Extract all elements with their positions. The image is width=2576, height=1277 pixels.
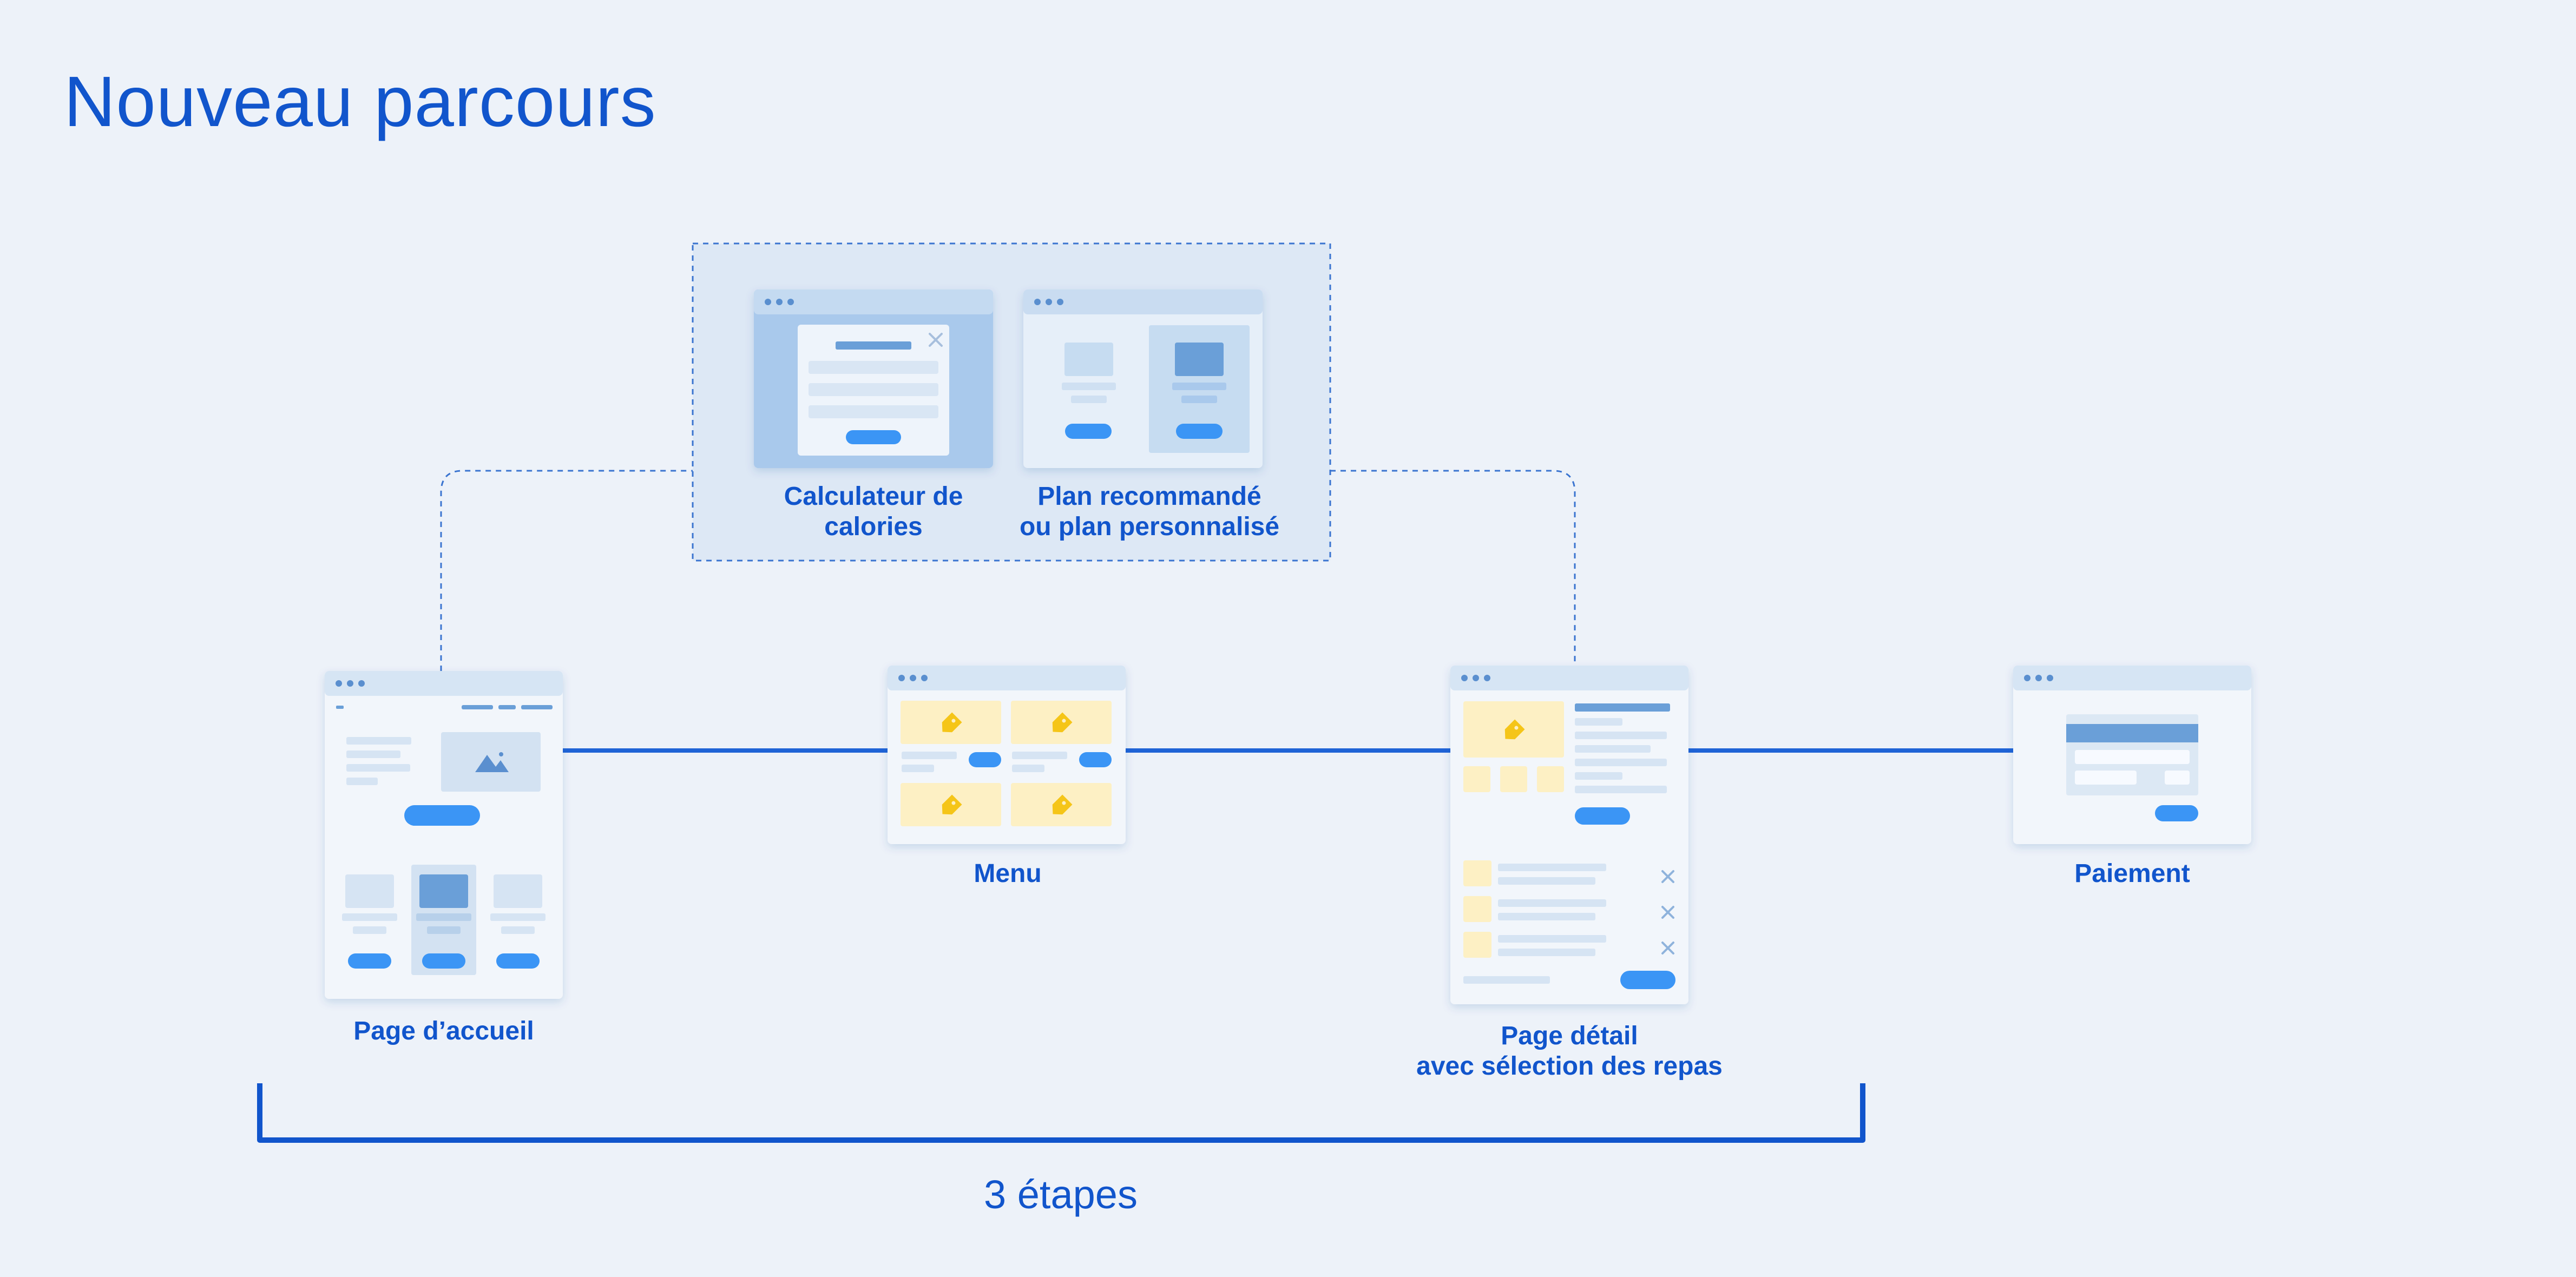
label-line: avec sélection des repas	[1416, 1052, 1723, 1081]
label-calorie-calculator: Calculateur de calories	[784, 482, 963, 542]
calculate-button	[846, 430, 901, 444]
home-to-group-connector	[440, 470, 693, 671]
remove-icon	[1661, 870, 1674, 883]
label-line: Paiement	[2074, 859, 2190, 888]
group-to-detail-connector	[1330, 470, 1576, 666]
window-dots-icon	[1034, 299, 1063, 305]
window-dots-icon	[1461, 675, 1490, 681]
screen-plan	[1023, 289, 1263, 468]
window-dots-icon	[898, 675, 928, 681]
label-line: Page détail	[1501, 1022, 1638, 1050]
detail-validate-button	[1620, 971, 1675, 989]
steps-bracket	[257, 1083, 1865, 1143]
label-line: Calculateur de	[784, 482, 963, 511]
remove-icon	[1661, 906, 1674, 919]
label-line: Menu	[974, 859, 1042, 888]
label-line: Plan recommandé	[1037, 482, 1261, 511]
label-line: Page d’accueil	[353, 1017, 534, 1045]
label-detail: Page détail avec sélection des repas	[1416, 1021, 1723, 1082]
screen-payment	[2013, 666, 2251, 844]
steps-label: 3 étapes	[984, 1172, 1138, 1217]
label-payment: Paiement	[2074, 859, 2190, 889]
screen-detail	[1450, 666, 1688, 1004]
screen-calorie-calculator	[754, 289, 993, 468]
label-line: ou plan personnalisé	[1019, 512, 1280, 541]
page-title: Nouveau parcours	[64, 62, 656, 141]
window-dots-icon	[2024, 675, 2053, 681]
close-icon	[929, 333, 943, 347]
label-menu: Menu	[974, 859, 1041, 889]
hero-cta-button	[404, 805, 480, 826]
pay-button	[2155, 805, 2198, 821]
remove-icon	[1661, 942, 1674, 955]
label-plan: Plan recommandé ou plan personnalisé	[1020, 482, 1279, 542]
image-icon	[475, 752, 509, 772]
label-line: calories	[824, 512, 923, 541]
screen-menu	[888, 666, 1126, 844]
window-dots-icon	[765, 299, 794, 305]
label-home: Page d’accueil	[353, 1016, 534, 1046]
screen-home	[325, 671, 563, 999]
detail-add-button	[1575, 807, 1630, 825]
window-dots-icon	[336, 680, 365, 687]
